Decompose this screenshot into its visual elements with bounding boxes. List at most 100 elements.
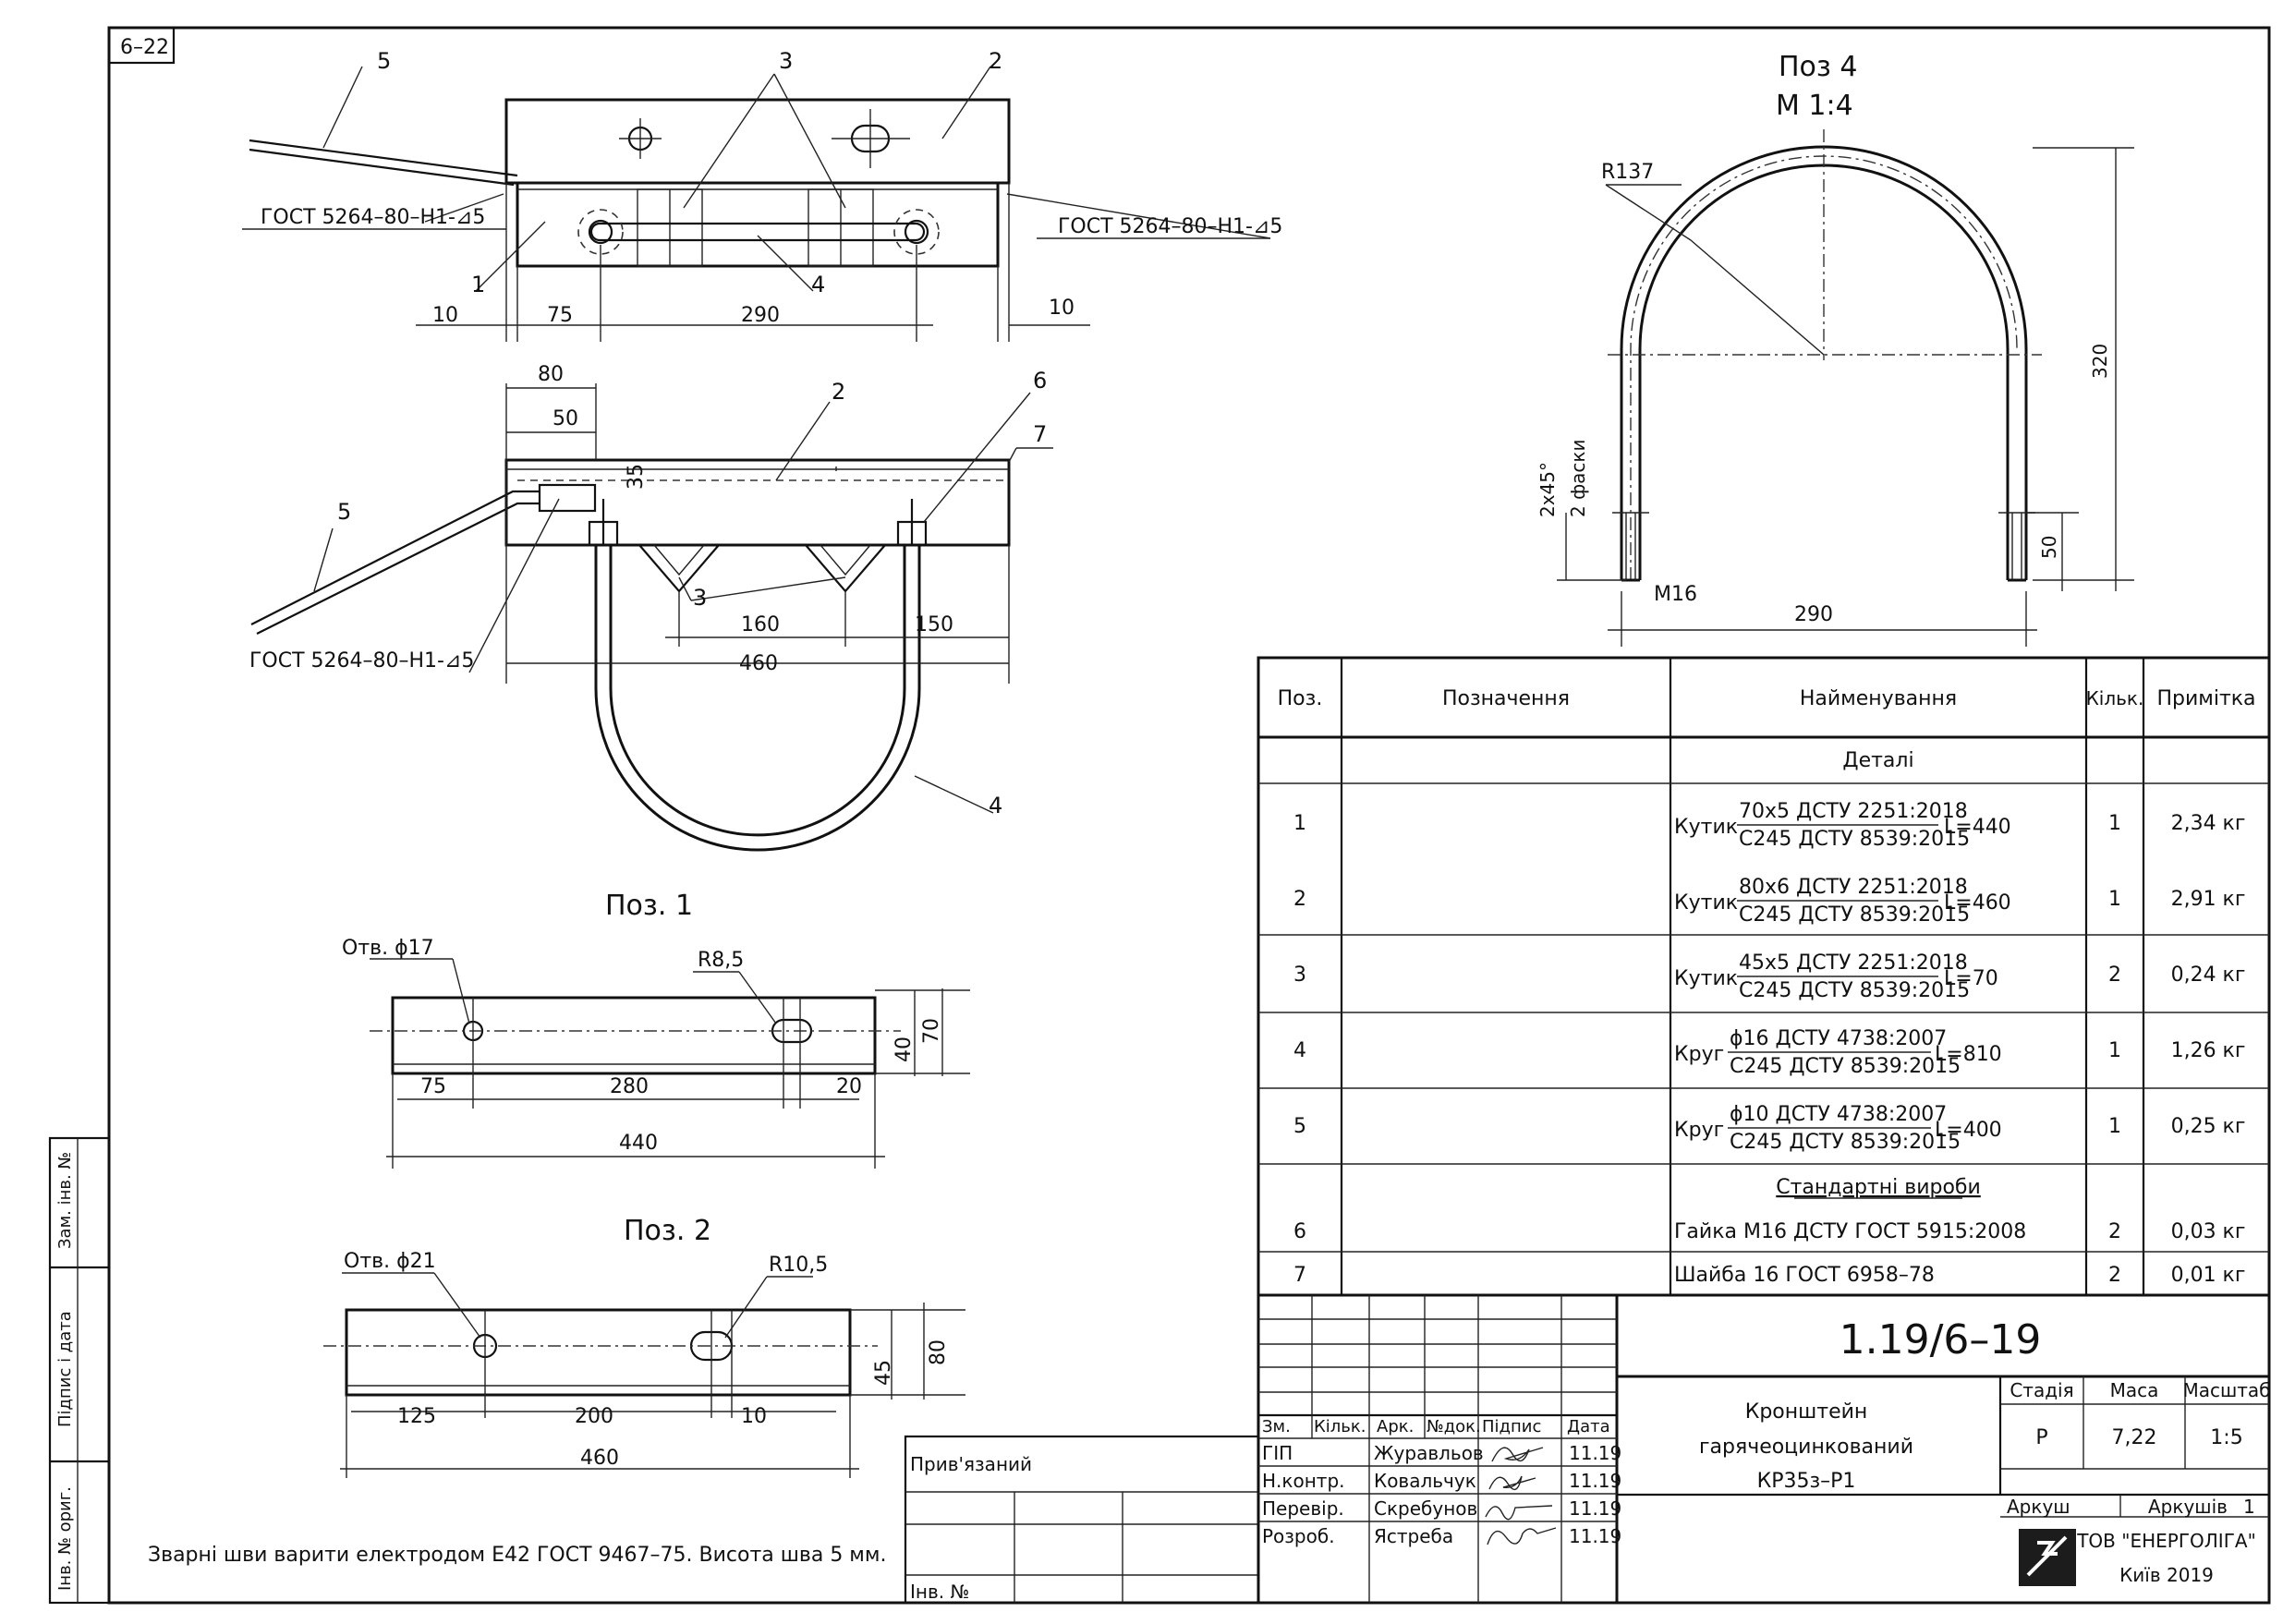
pos2-hole: Отв. ϕ21 [344,1250,436,1273]
pos2-title: Поз. 2 [624,1215,711,1247]
spec-row-top: 70x5 ДСТУ 2251:2018 [1739,800,1968,823]
top-dim-75: 75 [547,304,573,327]
change-header-date: Дата [1567,1417,1610,1436]
pos4-scale: М 1:4 [1776,90,1853,122]
spec-row-qty: 2 [2108,1264,2121,1287]
spec-row-prefix: Круг [1674,1119,1724,1142]
side-stamp-replace-inv: Зам. інв. № [55,1152,75,1249]
person-date: 11.19 [1569,1470,1621,1492]
spec-row-pos: 2 [1293,888,1306,911]
spec-row-2: 2 Кутик 80x6 ДСТУ 2251:2018 С245 ДСТУ 85… [1293,876,2245,927]
front-label-4: 4 [989,793,1002,818]
sheets-label: Аркушів [2148,1496,2228,1518]
spec-header-pos: Поз. [1278,687,1323,710]
spec-row-bottom: С245 ДСТУ 8539:2015 [1730,1055,1961,1078]
pos4-radius: R137 [1601,161,1654,184]
person-date: 11.19 [1569,1525,1621,1547]
pos2-dim-80: 80 [927,1339,950,1365]
front-dim-150: 150 [915,613,953,636]
spec-row-top: 45x5 ДСТУ 2251:2018 [1739,951,1968,975]
signature [1485,1505,1553,1521]
pos1-dim-70: 70 [920,1018,943,1044]
front-label-3: 3 [693,585,707,611]
front-dim-460: 460 [739,652,778,675]
sheet-label: Аркуш [2007,1496,2070,1518]
spec-row-6: 6 Гайка М16 ДСТУ ГОСТ 5915:2008 2 0,03 к… [1293,1220,2245,1243]
spec-row-name: Гайка М16 ДСТУ ГОСТ 5915:2008 [1674,1220,2026,1243]
signature [1488,1475,1536,1491]
spec-row-qty: 2 [2108,963,2121,987]
pos1-view: Поз. 1 Отв. ϕ17 R8,5 75 280 20 440 40 70 [342,890,970,1169]
stage-value: Р [2035,1426,2047,1449]
spec-row-pos: 1 [1293,812,1306,835]
pos4-view: Поз 4 М 1:4 R137 2x45° 2 фаски М16 320 5… [1536,51,2134,647]
spec-row-length: L=810 [1935,1043,2002,1066]
doc-name-line2: гарячеоцинкований [1699,1436,1913,1459]
spec-row-qty: 2 [2108,1220,2121,1243]
title-block: Прив'язаний Інв. № Зм. Кільк. Арк. №док. [904,1293,2271,1605]
change-header-sheet: Арк. [1377,1417,1414,1436]
spec-header-note: Примітка [2156,687,2255,710]
person-row: ГІП Журавльов 11.19 [1262,1442,1621,1464]
spec-row-pos: 3 [1293,963,1306,987]
person-row: Перевір. Скребунов 11.19 [1262,1497,1621,1521]
person-name: Журавльов [1374,1442,1484,1464]
spec-row-1: 1 Кутик 70x5 ДСТУ 2251:2018 С245 ДСТУ 85… [1293,800,2245,851]
pos2-dim-10: 10 [741,1405,767,1428]
pos2-radius: R10,5 [769,1254,828,1277]
pos4-dim-290: 290 [1794,603,1833,626]
person-date: 11.19 [1569,1442,1621,1464]
company-name: ТОВ "ЕНЕРГОЛІГА" [2076,1530,2256,1552]
spec-row-bottom: С245 ДСТУ 8539:2015 [1739,828,1970,851]
spec-row-note: 2,34 кг [2171,812,2246,835]
spec-row-top: ϕ16 ДСТУ 4738:2007 [1730,1027,1947,1050]
spec-row-prefix: Кутик [1674,891,1738,915]
spec-row-bottom: С245 ДСТУ 8539:2015 [1730,1131,1961,1154]
spec-section-standard: Стандартні вироби [1776,1176,1981,1199]
spec-row-qty: 1 [2108,1039,2121,1062]
signature [1491,1447,1544,1462]
front-label-7: 7 [1033,421,1047,447]
doc-name-line3: КР35з–Р1 [1757,1470,1856,1493]
front-label-2: 2 [832,379,845,405]
spec-row-qty: 1 [2108,888,2121,911]
pos2-view: Поз. 2 Отв. ϕ21 R10,5 125 200 10 460 45 … [323,1215,965,1478]
front-weld: ГОСТ 5264–80–Н1-⊿5 [249,649,474,673]
top-weld-left: ГОСТ 5264–80–Н1-⊿5 [261,206,485,229]
change-header-zm: Зм. [1262,1417,1291,1436]
doc-name-line1: Кронштейн [1745,1400,1868,1424]
weld-note: Зварні шви варити електродом Е42 ГОСТ 94… [148,1544,887,1567]
sheet-code-box [107,26,176,65]
spec-row-length: L=460 [1944,891,2011,915]
pos4-title: Поз 4 [1779,51,1858,83]
scale-value: 1:5 [2210,1426,2242,1449]
spec-row-4: 4 Круг ϕ16 ДСТУ 4738:2007 С245 ДСТУ 8539… [1293,1027,2245,1078]
spec-row-pos: 6 [1293,1220,1306,1243]
company-logo-icon [2019,1529,2076,1586]
side-stamp: Інв. № ориг. Підпис і дата Зам. інв. № [48,1136,111,1605]
spec-row-note: 0,24 кг [2171,963,2246,987]
spec-row-pos: 4 [1293,1039,1306,1062]
front-dim-35: 35 [625,464,648,490]
change-header-qty: Кільк. [1314,1417,1366,1436]
person-date: 11.19 [1569,1497,1621,1520]
pos2-dim-125: 125 [397,1405,436,1428]
spec-row-note: 0,01 кг [2171,1264,2246,1287]
change-header-doc: №док. [1427,1417,1481,1436]
company-city: Київ 2019 [2119,1564,2214,1586]
pos4-thread: М16 [1654,583,1697,606]
sheet-code: 6–22 [120,36,169,59]
attached-label: Прив'язаний [910,1453,1032,1475]
front-dim-50: 50 [552,407,578,430]
spec-row-prefix: Кутик [1674,967,1738,990]
pos1-hole: Отв. ϕ17 [342,937,434,960]
spec-row-5: 5 Круг ϕ10 ДСТУ 4738:2007 С245 ДСТУ 8539… [1293,1103,2245,1154]
spec-row-note: 0,03 кг [2171,1220,2246,1243]
top-dim-10-left: 10 [432,304,458,327]
pos2-dim-460: 460 [580,1447,619,1470]
pos2-dim-45: 45 [872,1360,895,1386]
spec-row-length: L=400 [1935,1119,2002,1142]
change-header-sign: Підпис [1482,1417,1541,1436]
pos1-title: Поз. 1 [605,890,693,922]
